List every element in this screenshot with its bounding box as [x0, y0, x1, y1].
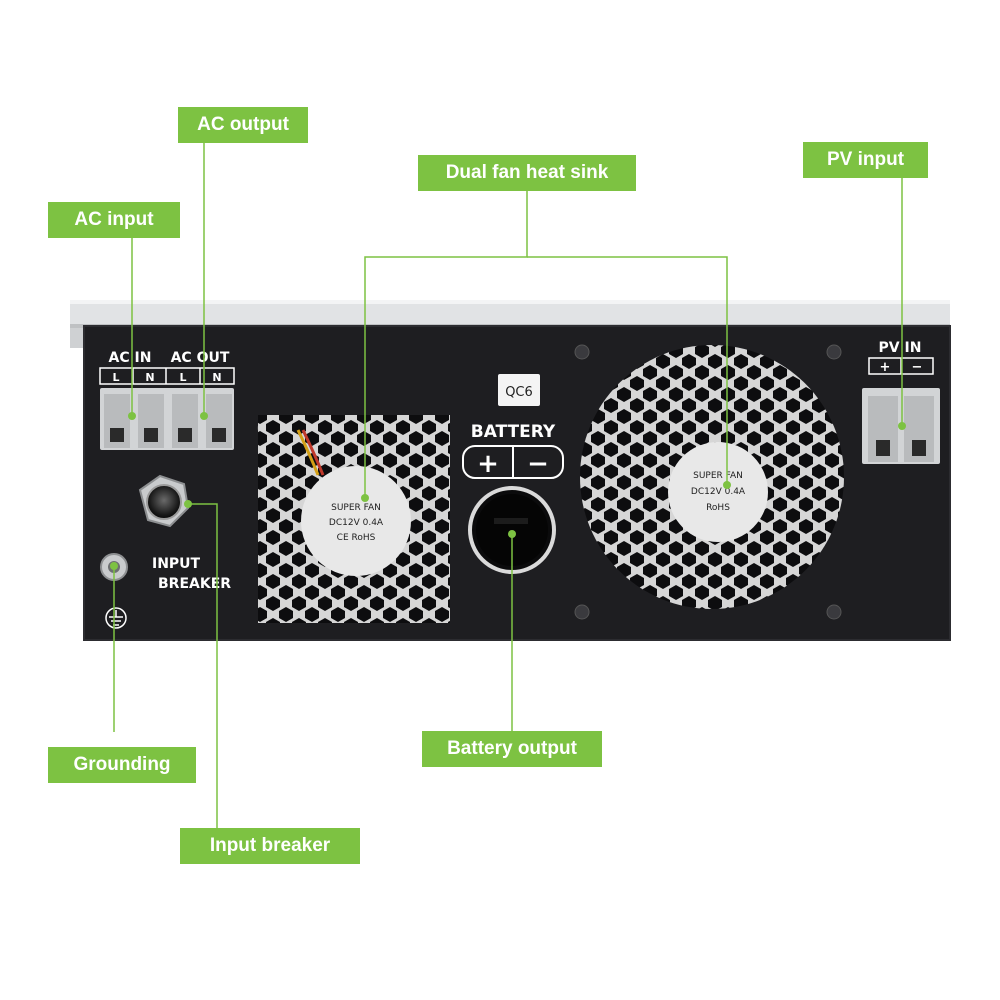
battery-label: BATTERY	[471, 422, 556, 442]
left-fan-hub	[301, 466, 411, 576]
fan-wires	[296, 429, 320, 476]
left-fan-text-1: SUPER FAN	[331, 503, 381, 513]
ac-out-n-label: N	[212, 371, 221, 384]
breaker-label-line1: INPUT	[152, 556, 201, 572]
pv-input-labels: PV IN + −	[868, 340, 934, 375]
callout-ac-output: AC output	[178, 107, 308, 143]
dual-fan-leader-right	[527, 256, 728, 485]
right-fan-grille: SUPER FAN DC12V 0.4A RoHS	[580, 345, 844, 609]
input-breaker-knob	[138, 474, 190, 528]
ac-in-label: AC IN	[109, 350, 152, 366]
ac-in-l-label: L	[112, 371, 119, 384]
right-fan-hub	[668, 442, 768, 542]
ac-terminal-labels: AC IN AC OUT L N L N	[99, 350, 235, 385]
ground-symbol-icon	[105, 607, 127, 629]
qc-sticker-text: QC6	[505, 385, 533, 400]
input-breaker-leader	[188, 503, 218, 832]
pv-in-label: PV IN	[879, 340, 922, 356]
right-fan-text-2: DC12V 0.4A	[691, 487, 746, 497]
battery-plus-sign: +	[477, 449, 499, 479]
breaker-label-line2: BREAKER	[158, 576, 231, 592]
qc-sticker: QC6	[498, 374, 540, 406]
ac-terminal-blocks	[100, 388, 234, 450]
right-fan-text-1: SUPER FAN	[693, 471, 743, 481]
callout-battery-output: Battery output	[422, 731, 602, 767]
callout-grounding: Grounding	[48, 747, 196, 783]
left-fan-grille: SUPER FAN DC12V 0.4A CE RoHS	[258, 415, 450, 623]
right-fan-text-3: RoHS	[706, 503, 730, 513]
battery-minus-sign: −	[527, 449, 549, 479]
callout-ac-input: AC input	[48, 202, 180, 238]
callout-dual-fan-heat-sink: Dual fan heat sink	[418, 155, 636, 191]
pv-minus-sign: −	[912, 360, 923, 375]
left-fan-text-3: CE RoHS	[337, 533, 376, 543]
callout-leader-lines	[113, 140, 903, 832]
battery-polarity-box: + −	[462, 445, 564, 479]
callout-pv-input: PV input	[803, 142, 928, 178]
pv-plus-sign: +	[880, 360, 891, 375]
ac-out-label: AC OUT	[171, 350, 230, 366]
ac-out-l-label: L	[179, 371, 186, 384]
callout-end-dots	[110, 412, 906, 570]
ac-in-n-label: N	[145, 371, 154, 384]
callout-input-breaker: Input breaker	[180, 828, 360, 864]
dual-fan-leader	[364, 188, 528, 498]
left-fan-text-2: DC12V 0.4A	[329, 518, 384, 528]
